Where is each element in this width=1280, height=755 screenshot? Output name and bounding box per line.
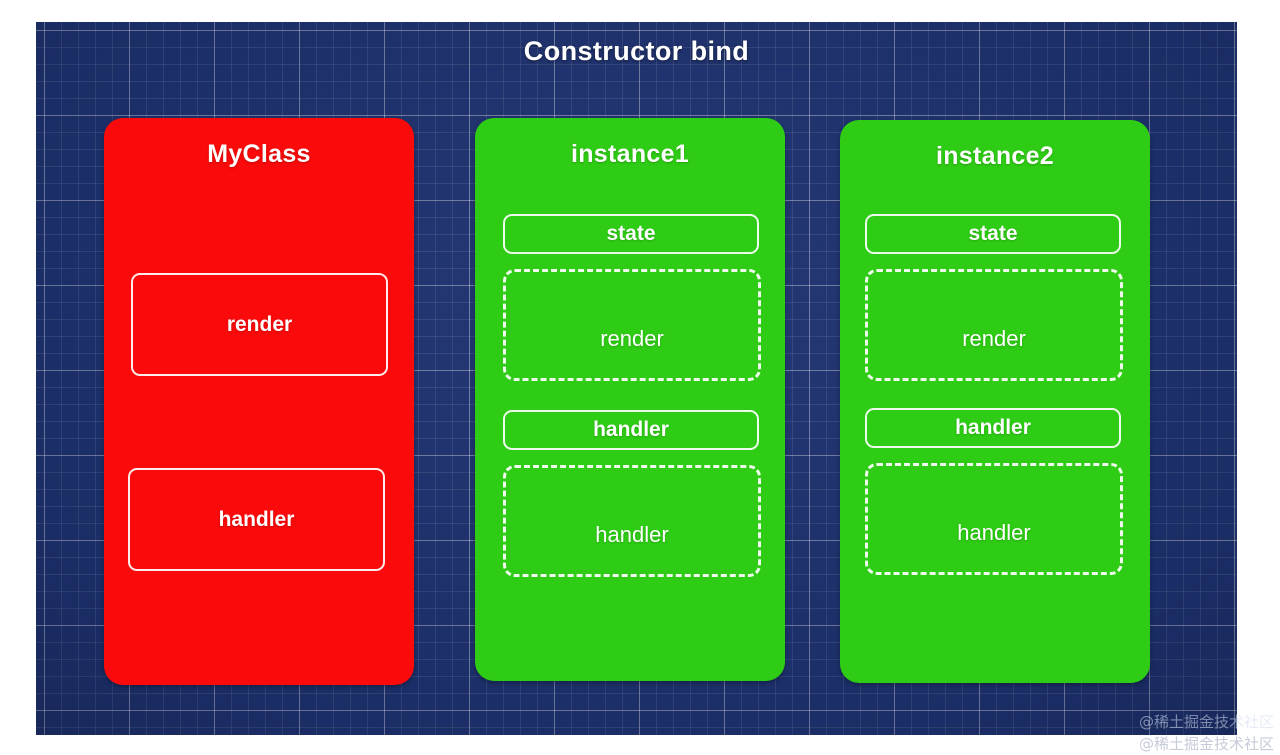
member-box-render[interactable]: render bbox=[131, 273, 388, 376]
instance-card-instance2[interactable]: instance2 state render handler handler bbox=[840, 120, 1150, 683]
member-box-render-inherited[interactable]: render bbox=[865, 269, 1123, 381]
member-box-handler-inherited[interactable]: handler bbox=[865, 463, 1123, 575]
instance-card-instance1[interactable]: instance1 state render handler handler bbox=[475, 118, 785, 681]
member-box-handler[interactable]: handler bbox=[128, 468, 385, 571]
member-box-handler-own[interactable]: handler bbox=[865, 408, 1121, 448]
member-box-render-inherited[interactable]: render bbox=[503, 269, 761, 381]
instance-card-title: instance1 bbox=[570, 140, 690, 168]
watermark-line-2: @稀土掘金技术社区 bbox=[1138, 735, 1274, 753]
diagram-title: Constructor bind bbox=[523, 36, 750, 66]
class-card-myclass[interactable]: MyClass render handler bbox=[104, 118, 414, 685]
instance-card-title: instance2 bbox=[935, 142, 1055, 170]
blueprint-canvas: Constructor bind MyClass render handler … bbox=[36, 22, 1237, 735]
member-box-handler-own[interactable]: handler bbox=[503, 410, 759, 450]
member-box-state[interactable]: state bbox=[865, 214, 1121, 254]
member-box-handler-inherited[interactable]: handler bbox=[503, 465, 761, 577]
class-card-title: MyClass bbox=[207, 140, 311, 168]
member-box-state[interactable]: state bbox=[503, 214, 759, 254]
